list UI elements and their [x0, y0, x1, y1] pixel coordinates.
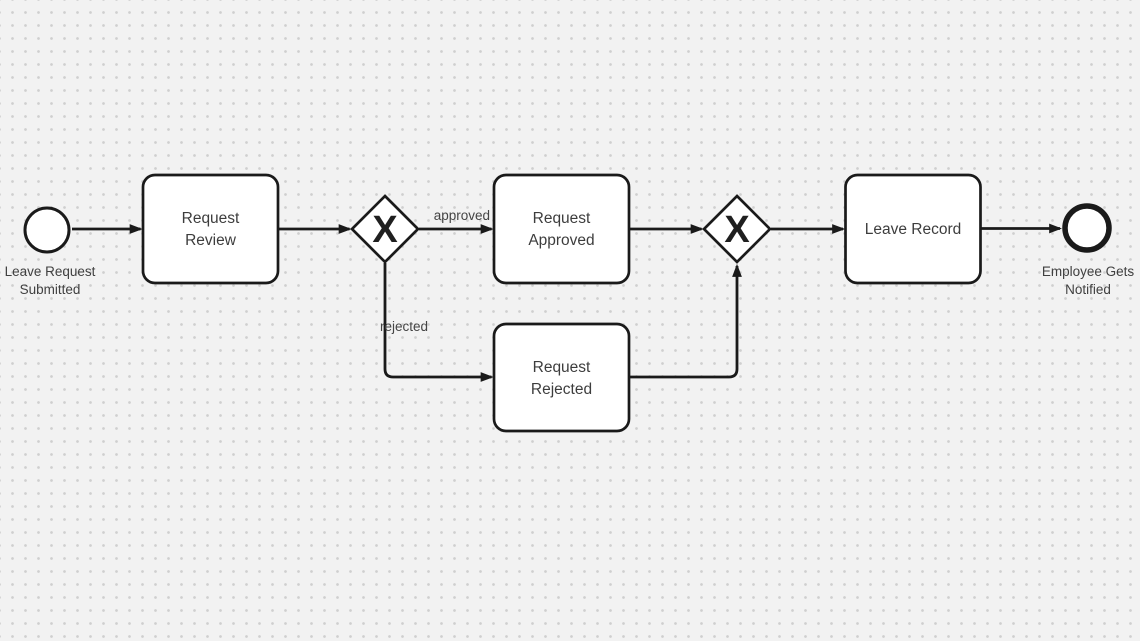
flow-rejected-branch[interactable]: [383, 263, 494, 382]
task-leave-record-label-line1: Leave Record: [865, 221, 962, 238]
exclusive-gateway-merge[interactable]: [702, 194, 772, 264]
task-request-review[interactable]: [141, 173, 280, 285]
task-request-rejected[interactable]: [492, 322, 631, 433]
exclusive-gateway-split-x-icon: X: [372, 209, 398, 251]
flow-label-approved: approved: [434, 208, 490, 223]
end-event-label-line1: Employee Gets: [1042, 264, 1135, 279]
task-request-approved[interactable]: [492, 173, 631, 285]
start-event-shape[interactable]: [23, 206, 71, 254]
task-request-review-label-line2: Review: [185, 232, 237, 249]
task-request-approved-label-line1: Request: [533, 210, 591, 227]
flow-rejected-to-merge-gateway[interactable]: [630, 263, 742, 379]
task-leave-record[interactable]: [844, 173, 982, 285]
task-request-rejected-label-line1: Request: [533, 359, 591, 376]
start-event-label-line1: Leave Request: [5, 264, 96, 279]
exclusive-gateway-merge-x-icon: X: [724, 209, 750, 251]
task-request-review-label-line1: Request: [182, 210, 240, 227]
exclusive-gateway-split[interactable]: [350, 194, 420, 264]
task-request-approved-label-line2: Approved: [528, 232, 594, 249]
task-request-rejected-label-line2: Rejected: [531, 381, 592, 398]
end-event-shape[interactable]: [1062, 203, 1112, 253]
start-event-label-line2: Submitted: [20, 282, 81, 297]
end-event-label-line2: Notified: [1065, 282, 1111, 297]
flow-label-rejected: rejected: [380, 319, 428, 334]
